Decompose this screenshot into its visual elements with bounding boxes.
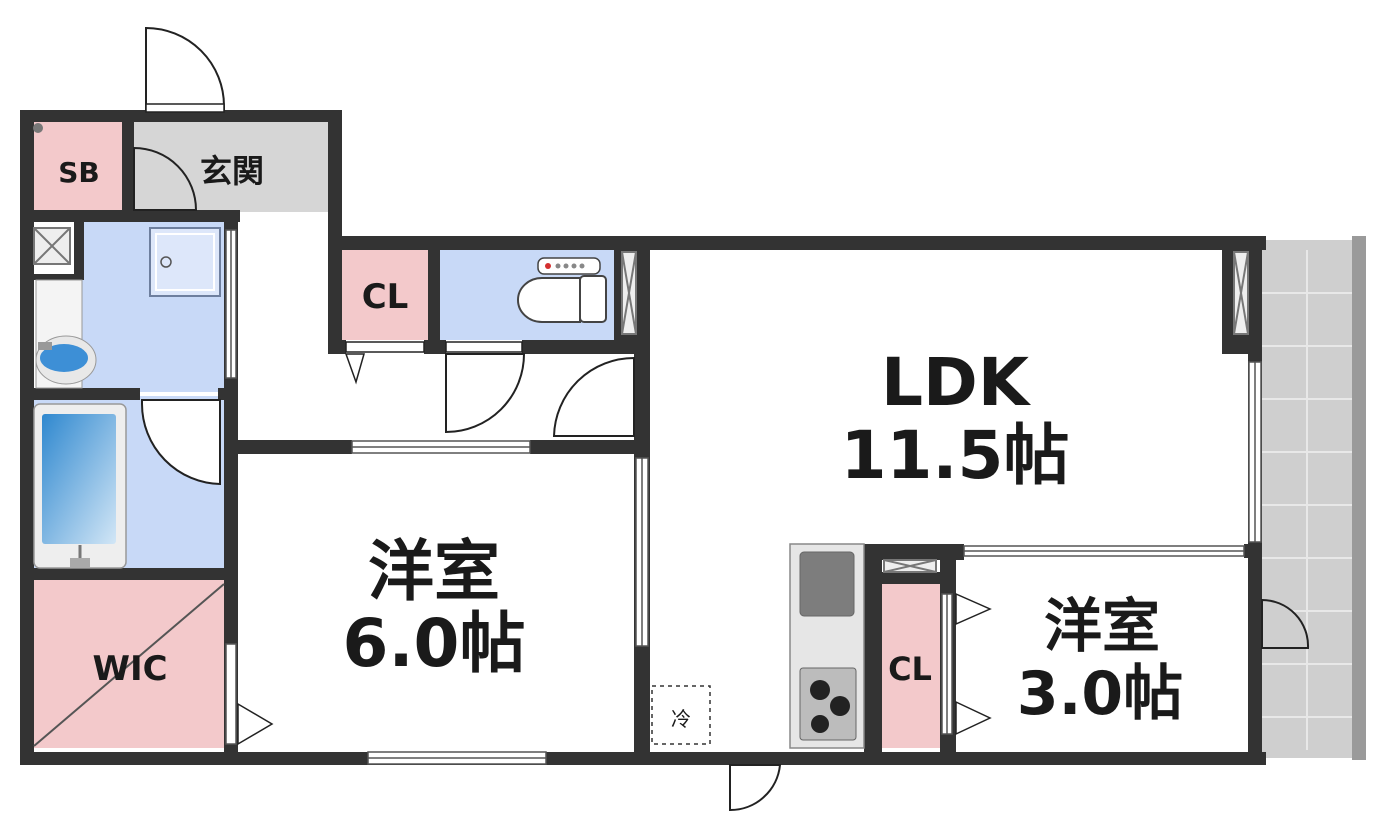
doors (133, 26, 1310, 812)
cl2-fill (874, 580, 944, 748)
ldk-name-label: LDK (881, 344, 1032, 421)
wic-label: WIC (92, 649, 167, 689)
genkan-label: 玄関 (200, 152, 264, 190)
folding-doors (237, 341, 992, 746)
ldk-size-label: 11.5帖 (841, 417, 1070, 494)
x-window (33, 227, 1249, 573)
kitchen-counter-icon (789, 543, 865, 749)
washbasin-icon (35, 279, 97, 389)
balcony (1262, 236, 1366, 760)
fridge-label: 冷 (671, 707, 691, 731)
western1-size-label: 6.0帖 (343, 605, 526, 682)
fridge-space (651, 685, 711, 745)
western2-size-label: 3.0帖 (1017, 659, 1183, 729)
toilet-icon (517, 257, 607, 323)
cl2-label: CL (888, 650, 932, 688)
sb-label: SB (58, 156, 100, 189)
shower-tray-icon (149, 227, 221, 297)
openings (225, 229, 1262, 765)
sb-fill (28, 118, 123, 212)
cl1-label: CL (362, 277, 409, 317)
cl1-fill (338, 246, 430, 340)
western1-name-label: 洋室 (368, 533, 500, 610)
wic-diagonal (33, 583, 225, 747)
bathtub-icon (33, 403, 127, 569)
meter-dot-icon (33, 123, 43, 133)
western2-name-label: 洋室 (1044, 592, 1160, 660)
